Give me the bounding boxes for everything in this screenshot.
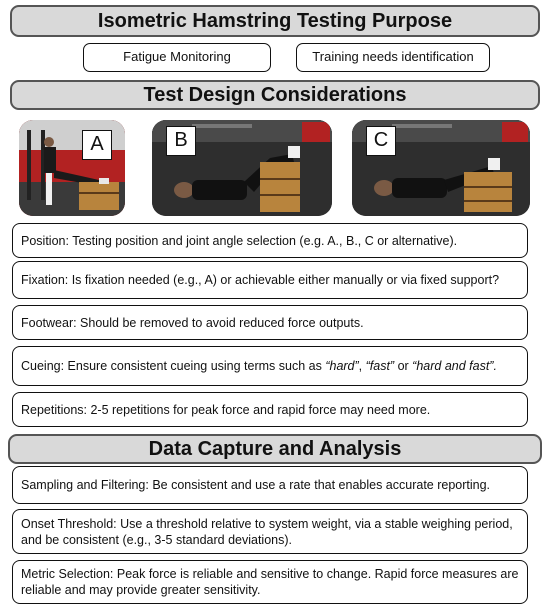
design-header: Test Design Considerations (10, 80, 540, 110)
purpose-item-fatigue: Fatigue Monitoring (83, 43, 271, 72)
analysis-header: Data Capture and Analysis (8, 434, 542, 464)
cue-fast: “fast” (365, 359, 395, 373)
onset-text: Onset Threshold: Use a threshold relativ… (21, 516, 513, 547)
consideration-position: Position: Testing position and joint ang… (12, 223, 528, 258)
cue-separator-1: , (358, 359, 366, 373)
photo-position-b (152, 120, 332, 216)
photo-label-b: B (166, 126, 196, 156)
sampling-text: Sampling and Filtering: Be consistent an… (21, 478, 491, 492)
analysis-metric: Metric Selection: Peak force is reliable… (12, 560, 528, 604)
consideration-cueing: Cueing: Ensure consistent cueing using t… (12, 346, 528, 386)
purpose-item-training: Training needs identification (296, 43, 490, 72)
purpose-header: Isometric Hamstring Testing Purpose (10, 5, 540, 37)
cueing-text: Cueing: Ensure consistent cueing using t… (21, 358, 497, 374)
position-text: Position: Testing position and joint ang… (21, 233, 458, 248)
photo-label-c: C (366, 126, 396, 156)
fixation-text: Fixation: Is fixation needed (e.g., A) o… (21, 273, 500, 287)
repetitions-text: Repetitions: 2-5 repetitions for peak fo… (21, 402, 431, 417)
cue-hard-and-fast: “hard and fast”. (412, 359, 497, 373)
metric-text: Metric Selection: Peak force is reliable… (21, 567, 519, 597)
analysis-onset: Onset Threshold: Use a threshold relativ… (12, 509, 528, 554)
analysis-sampling: Sampling and Filtering: Be consistent an… (12, 466, 528, 504)
cue-hard: “hard” (325, 359, 359, 373)
consideration-fixation: Fixation: Is fixation needed (e.g., A) o… (12, 261, 528, 299)
consideration-repetitions: Repetitions: 2-5 repetitions for peak fo… (12, 392, 528, 427)
consideration-footwear: Footwear: Should be removed to avoid red… (12, 305, 528, 340)
cue-separator-2: or (394, 359, 413, 373)
cueing-prefix: Cueing: Ensure consistent cueing using t… (21, 359, 326, 373)
footwear-text: Footwear: Should be removed to avoid red… (21, 315, 364, 330)
photo-label-a: A (82, 130, 112, 160)
